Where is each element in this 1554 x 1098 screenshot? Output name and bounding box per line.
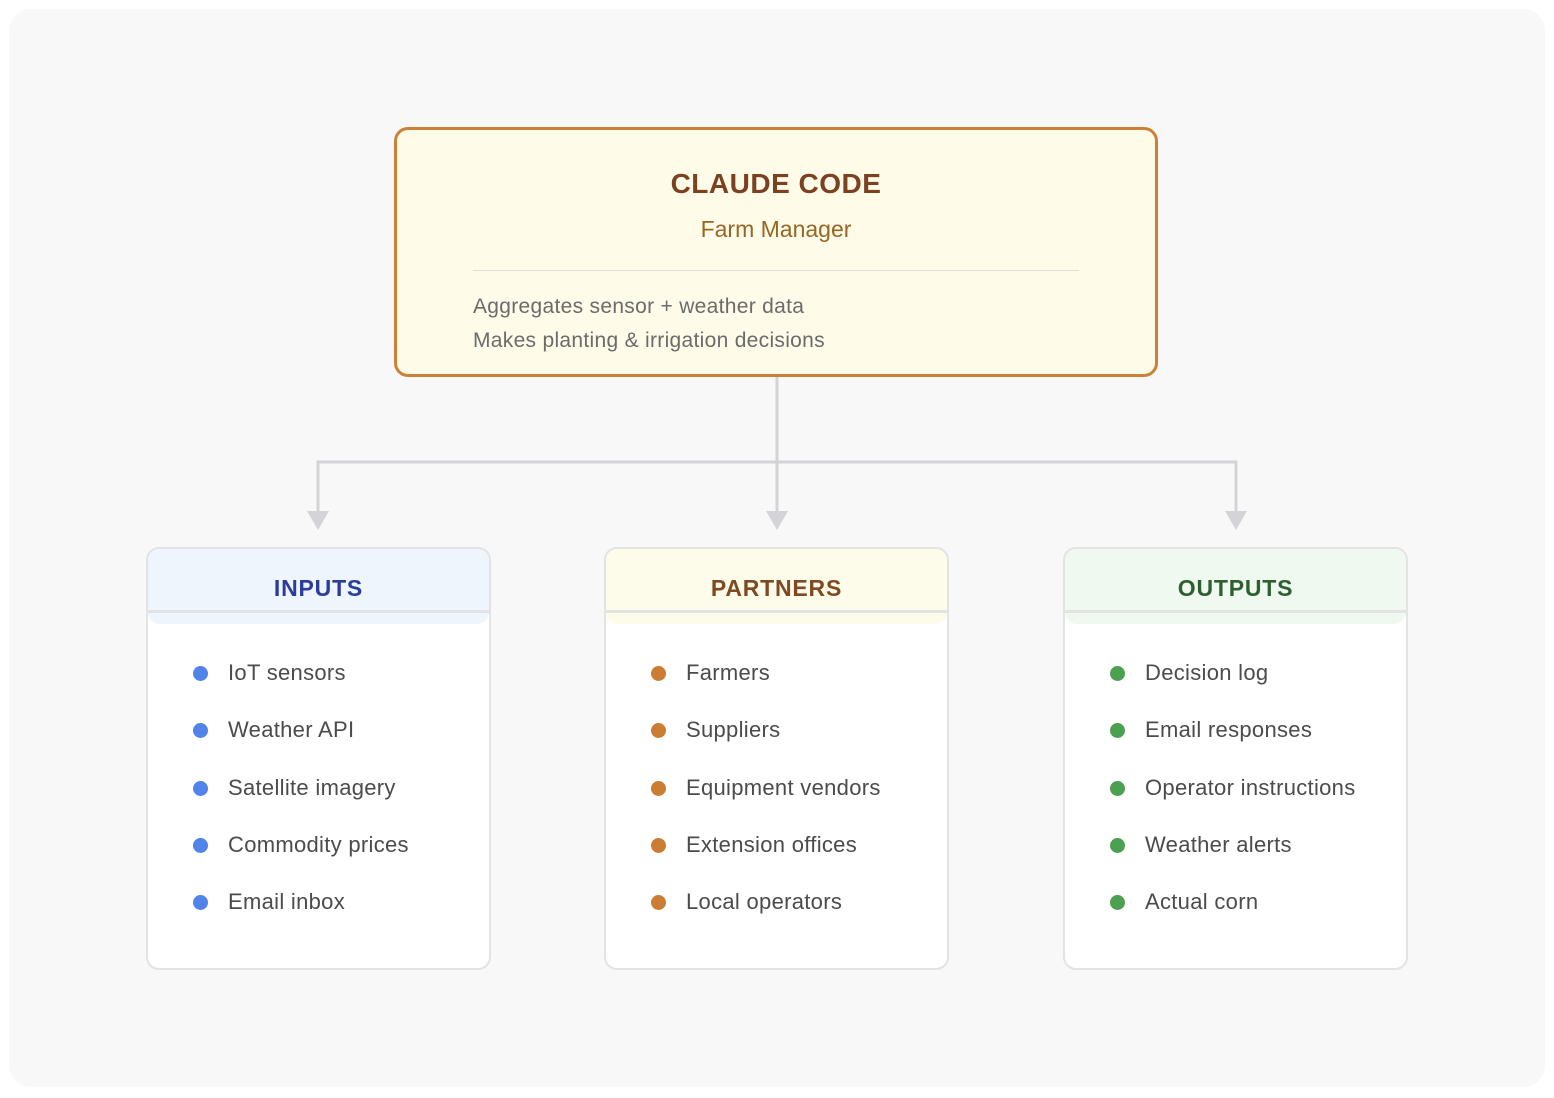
list-item: Commodity prices bbox=[148, 827, 489, 884]
list-item: Actual corn bbox=[1065, 884, 1406, 941]
inputs-list: IoT sensors Weather API Satellite imager… bbox=[148, 655, 489, 941]
list-item: Decision log bbox=[1065, 655, 1406, 712]
list-item-label: Local operators bbox=[686, 889, 843, 915]
partners-card: PARTNERS Farmers Suppliers Equipment ven… bbox=[604, 547, 949, 970]
list-item: Email inbox bbox=[148, 884, 489, 941]
card-title-partners: PARTNERS bbox=[710, 575, 843, 601]
bullet-dot-icon bbox=[193, 780, 208, 796]
bullet-dot-icon bbox=[193, 895, 208, 911]
inputs-card: INPUTS IoT sensors Weather API Satellite… bbox=[146, 547, 491, 970]
list-item: Email responses bbox=[1065, 712, 1406, 769]
main-description: Aggregates sensor + weather data Makes p… bbox=[473, 290, 825, 358]
arrow-to-outputs bbox=[1225, 511, 1247, 530]
list-item-label: Weather API bbox=[228, 717, 355, 743]
bullet-dot-icon bbox=[651, 895, 666, 911]
bullet-dot-icon bbox=[1110, 666, 1125, 681]
list-item: Suppliers bbox=[606, 712, 947, 769]
list-item-label: Suppliers bbox=[686, 717, 781, 743]
list-item: Equipment vendors bbox=[606, 770, 947, 827]
main-divider bbox=[473, 270, 1079, 271]
description-line: Aggregates sensor + weather data bbox=[473, 295, 805, 318]
bullet-dot-icon bbox=[651, 780, 666, 796]
branch-line bbox=[316, 460, 1238, 513]
arrow-to-inputs bbox=[307, 511, 329, 530]
list-item-label: Decision log bbox=[1145, 660, 1269, 685]
list-item: Weather API bbox=[148, 712, 489, 769]
main-title: CLAUDE CODE bbox=[670, 168, 882, 199]
claude-code-box: CLAUDE CODE Farm Manager Aggregates sens… bbox=[394, 127, 1158, 377]
partners-list: Farmers Suppliers Equipment vendors Exte… bbox=[606, 655, 947, 941]
card-header-divider bbox=[148, 610, 489, 613]
bullet-dot-icon bbox=[651, 666, 666, 681]
list-item-label: Operator instructions bbox=[1145, 774, 1356, 800]
list-item: Weather alerts bbox=[1065, 827, 1406, 884]
card-header-divider bbox=[1065, 610, 1406, 613]
outputs-card: OUTPUTS Decision log Email responses Ope… bbox=[1063, 547, 1408, 970]
list-item: Operator instructions bbox=[1065, 770, 1406, 827]
list-item-label: Weather alerts bbox=[1145, 831, 1292, 857]
bullet-dot-icon bbox=[1110, 723, 1125, 739]
outputs-list: Decision log Email responses Operator in… bbox=[1065, 655, 1406, 941]
list-item: Extension offices bbox=[606, 827, 947, 884]
bullet-dot-icon bbox=[1110, 837, 1125, 853]
bullet-dot-icon bbox=[1110, 780, 1125, 796]
list-item-label: Actual corn bbox=[1145, 889, 1259, 915]
card-header-divider bbox=[606, 610, 947, 613]
list-item: IoT sensors bbox=[148, 655, 489, 712]
description-line: Makes planting & irrigation decisions bbox=[473, 329, 825, 352]
list-item: Farmers bbox=[606, 655, 947, 712]
list-item: Local operators bbox=[606, 884, 947, 941]
list-item-label: Satellite imagery bbox=[228, 774, 396, 800]
list-item-label: Email inbox bbox=[228, 889, 346, 915]
card-title-inputs: INPUTS bbox=[273, 575, 364, 601]
card-title-outputs: OUTPUTS bbox=[1177, 575, 1294, 601]
list-item-label: IoT sensors bbox=[228, 660, 346, 685]
list-item: Satellite imagery bbox=[148, 770, 489, 827]
bullet-dot-icon bbox=[193, 666, 208, 681]
bullet-dot-icon bbox=[651, 723, 666, 739]
list-item-label: Farmers bbox=[686, 660, 770, 685]
bullet-dot-icon bbox=[193, 723, 208, 739]
list-item-label: Equipment vendors bbox=[686, 774, 881, 800]
list-item-label: Email responses bbox=[1145, 717, 1313, 743]
bullet-dot-icon bbox=[193, 837, 208, 853]
main-subtitle: Farm Manager bbox=[700, 216, 852, 242]
bullet-dot-icon bbox=[1110, 895, 1125, 911]
arrow-to-partners bbox=[766, 511, 788, 530]
bullet-dot-icon bbox=[651, 837, 666, 853]
list-item-label: Extension offices bbox=[686, 831, 858, 857]
list-item-label: Commodity prices bbox=[228, 831, 409, 857]
